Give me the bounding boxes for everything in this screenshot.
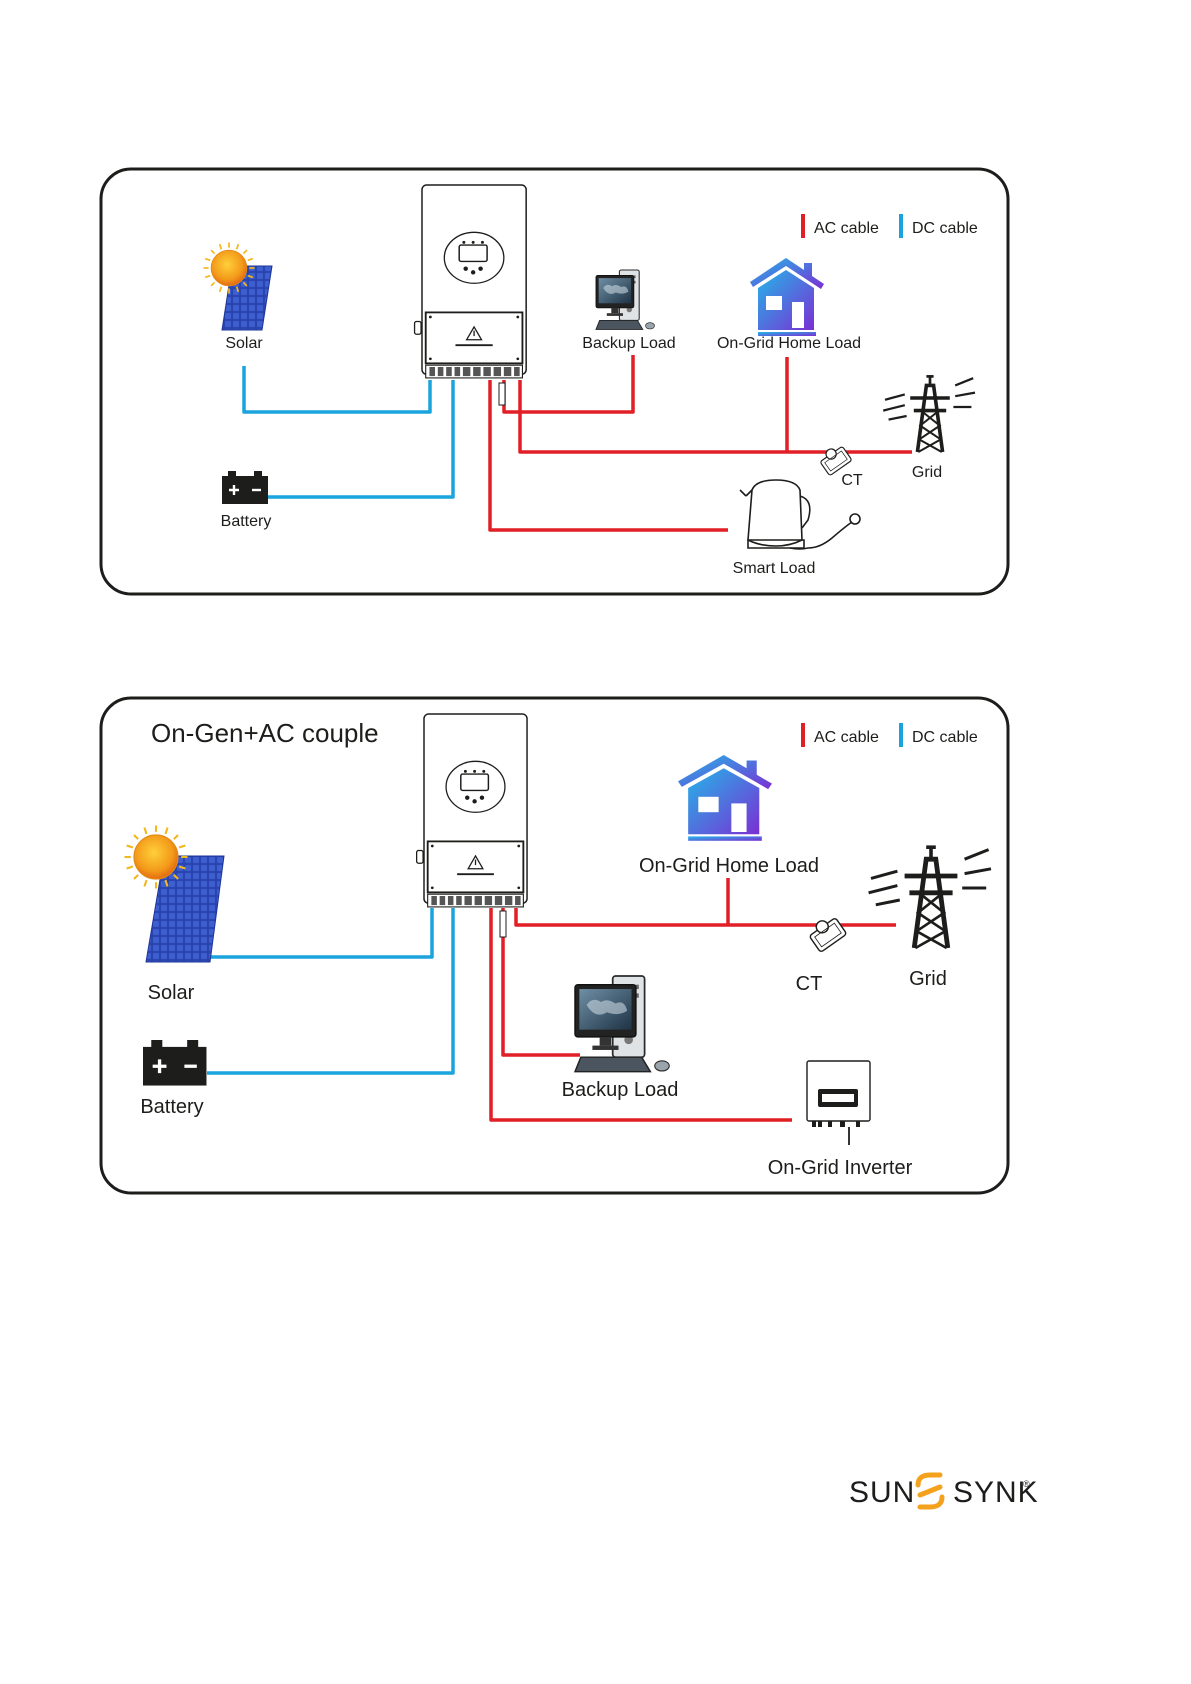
grid-label: Grid bbox=[912, 464, 942, 481]
battery-label: Battery bbox=[221, 513, 272, 530]
legend-2: AC cable DC cable bbox=[801, 723, 978, 747]
smart-load-label: Smart Load bbox=[733, 560, 816, 577]
house-icon bbox=[678, 755, 772, 841]
inverter-icon bbox=[415, 185, 527, 378]
dc-legend-swatch bbox=[899, 723, 903, 747]
backup-load-label: Backup Load bbox=[562, 1079, 679, 1101]
grid-label: Grid bbox=[909, 968, 947, 990]
dc-legend-label: DC cable bbox=[912, 729, 978, 746]
ac-wire-smart-load bbox=[490, 380, 728, 530]
ongrid-inverter-icon bbox=[807, 1061, 870, 1145]
legend-1: AC cable DC cable bbox=[801, 214, 978, 238]
kettle-icon bbox=[740, 480, 860, 549]
smart-load-1: Smart Load bbox=[733, 480, 860, 577]
ac-legend-label: AC cable bbox=[814, 220, 879, 237]
dc-wire-battery bbox=[268, 380, 453, 497]
ac-legend-swatch bbox=[801, 723, 805, 747]
battery-label: Battery bbox=[140, 1096, 203, 1118]
dc-legend-label: DC cable bbox=[912, 220, 978, 237]
dc-wire-solar-2 bbox=[210, 908, 432, 957]
ac-wire-grid bbox=[520, 380, 912, 452]
backup-load-2: Backup Load bbox=[562, 976, 679, 1101]
home-load-label: On-Grid Home Load bbox=[717, 335, 861, 352]
logo-text-left: SUN bbox=[849, 1476, 915, 1509]
home-load-label: On-Grid Home Load bbox=[639, 855, 819, 877]
solar-1: Solar bbox=[204, 243, 273, 353]
home-load-1: On-Grid Home Load bbox=[717, 258, 861, 352]
diagram-1: AC cable DC cable Solar Battery Backup L… bbox=[101, 169, 1008, 594]
backup-load-label: Backup Load bbox=[582, 335, 675, 352]
dc-wire-solar bbox=[244, 366, 430, 412]
dc-wire-battery-2 bbox=[207, 908, 453, 1073]
solar-2: Solar bbox=[125, 826, 225, 1005]
ct-1: CT bbox=[817, 442, 863, 489]
dc-legend-swatch bbox=[899, 214, 903, 238]
ac-legend-swatch bbox=[801, 214, 805, 238]
inverter-plug bbox=[499, 383, 505, 405]
ct-label: CT bbox=[841, 472, 863, 489]
backup-load-1: Backup Load bbox=[582, 270, 675, 352]
battery-2: Battery bbox=[140, 1040, 206, 1118]
diagram-2: On-Gen+AC couple AC cable DC cable Solar bbox=[101, 698, 1008, 1193]
solar-label: Solar bbox=[148, 982, 195, 1004]
sun-icon bbox=[125, 826, 188, 889]
pylon-icon bbox=[883, 376, 975, 452]
home-load-2: On-Grid Home Load bbox=[639, 755, 819, 877]
pylon-icon bbox=[869, 847, 991, 948]
ct-clamp-icon bbox=[806, 913, 847, 953]
house-icon bbox=[750, 258, 824, 336]
inverter-plug bbox=[500, 911, 506, 937]
ac-wire-backup-2 bbox=[503, 908, 580, 1055]
ct-clamp-icon bbox=[817, 442, 852, 476]
solar-label: Solar bbox=[225, 335, 263, 352]
diagram-2-title: On-Gen+AC couple bbox=[151, 718, 379, 748]
computer-icon bbox=[596, 270, 655, 329]
sunsynk-logo: SUN SYNK ® bbox=[849, 1475, 1039, 1509]
battery-icon bbox=[143, 1040, 206, 1086]
ongrid-inverter-label: On-Grid Inverter bbox=[768, 1157, 913, 1179]
grid-1: Grid bbox=[883, 376, 975, 481]
computer-icon bbox=[575, 976, 669, 1072]
battery-1: Battery bbox=[221, 471, 272, 530]
grid-2: Grid bbox=[869, 847, 991, 990]
logo-mark-icon bbox=[918, 1475, 942, 1507]
ct-label: CT bbox=[796, 973, 823, 995]
logo-registered-mark: ® bbox=[1023, 1479, 1030, 1489]
inverter-icon bbox=[417, 714, 527, 907]
ac-legend-label: AC cable bbox=[814, 729, 879, 746]
battery-icon bbox=[222, 471, 268, 504]
